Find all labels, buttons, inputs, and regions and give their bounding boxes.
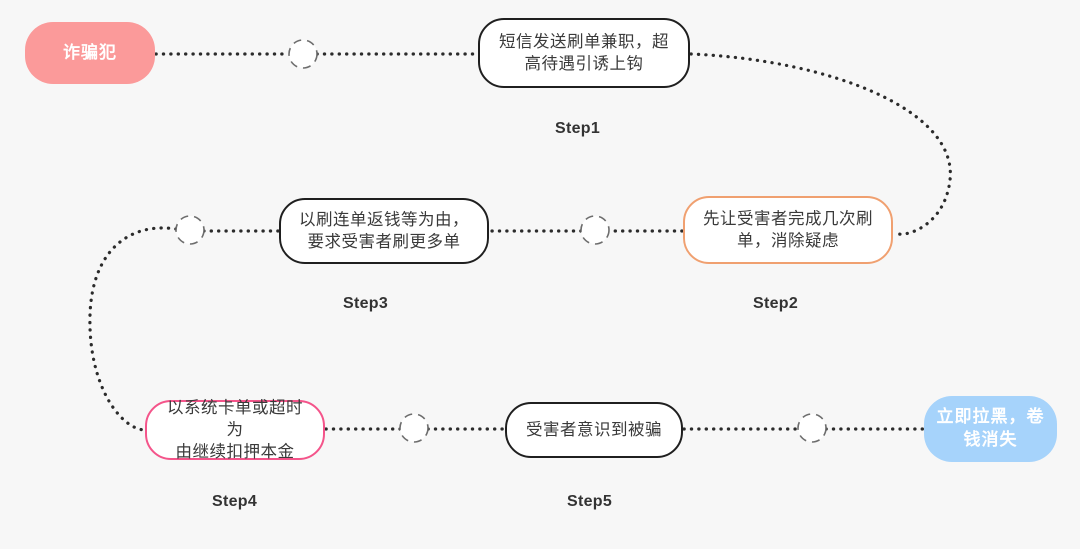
node-step3[interactable]: 以刷连单返钱等为由， 要求受害者刷更多单	[279, 198, 489, 264]
node-step1[interactable]: 短信发送刷单兼职，超 高待遇引诱上钩	[478, 18, 690, 88]
step-label-step2: Step2	[753, 295, 799, 312]
step-label-step1: Step1	[555, 120, 601, 137]
connector-marker-1	[288, 39, 318, 69]
node-step4-label: 以系统卡单或超时为 由继续扣押本金	[167, 398, 303, 462]
node-start-scammer-label: 诈骗犯	[63, 42, 117, 62]
step-label-step3: Step3	[343, 295, 389, 312]
node-start-scammer[interactable]: 诈骗犯	[25, 22, 155, 84]
step-label-step5: Step5	[567, 493, 613, 510]
connector-marker-5	[797, 413, 827, 443]
connector-marker-4	[399, 413, 429, 443]
node-end-blacklist-label: 立即拉黑，卷 钱消失	[936, 407, 1045, 449]
node-step2-label: 先让受害者完成几次刷 单，消除疑虑	[703, 209, 873, 250]
node-end-blacklist[interactable]: 立即拉黑，卷 钱消失	[924, 396, 1057, 462]
node-step2[interactable]: 先让受害者完成几次刷 单，消除疑虑	[683, 196, 893, 264]
node-step1-label: 短信发送刷单兼职，超 高待遇引诱上钩	[499, 32, 669, 73]
node-step5[interactable]: 受害者意识到被骗	[505, 402, 683, 458]
step-label-step4: Step4	[212, 493, 258, 510]
node-step3-label: 以刷连单返钱等为由， 要求受害者刷更多单	[299, 210, 469, 251]
connector-marker-3	[175, 215, 205, 245]
connector-marker-2	[580, 215, 610, 245]
node-step4[interactable]: 以系统卡单或超时为 由继续扣押本金	[145, 399, 325, 461]
node-step5-label: 受害者意识到被骗	[526, 420, 662, 439]
